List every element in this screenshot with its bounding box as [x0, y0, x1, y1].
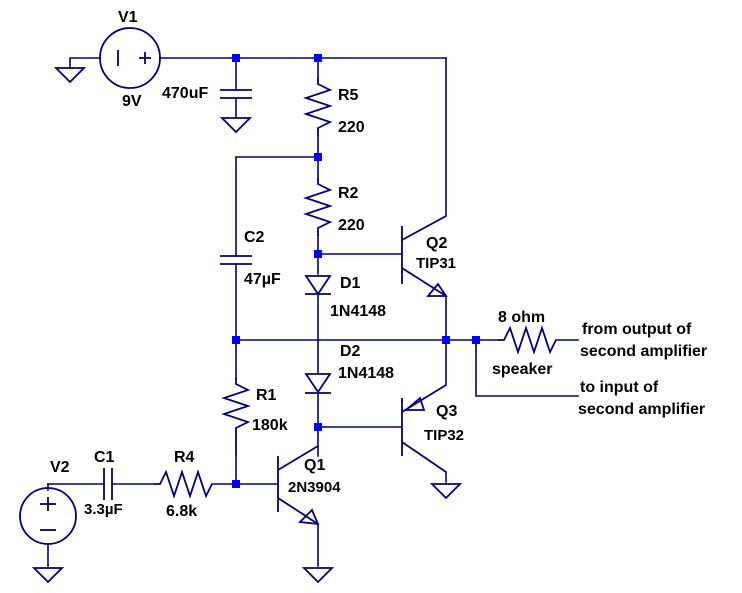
c2-name: C2	[244, 229, 265, 246]
junction-dot	[314, 250, 322, 258]
note-from-output-2: second amplifier	[580, 343, 707, 360]
ground-icon	[219, 117, 253, 134]
d1-diode	[304, 275, 332, 296]
junction-dot	[232, 336, 240, 344]
note-from-output-1: from output of	[582, 321, 692, 338]
q2-name: Q2	[426, 235, 447, 252]
r1-resistor	[221, 378, 251, 455]
speaker-resistor	[498, 325, 557, 355]
r5-value: 220	[338, 119, 365, 136]
q3-value: TIP32	[424, 427, 464, 444]
d2-name: D2	[340, 343, 361, 360]
c2-value: 47µF	[244, 271, 281, 288]
q3-name: Q3	[436, 403, 457, 420]
q1-name: Q1	[304, 457, 325, 474]
r2-resistor	[303, 178, 333, 236]
ground-icon	[429, 483, 463, 500]
q3-transistor	[401, 384, 447, 473]
junction-dot	[472, 336, 480, 344]
junction-dot	[314, 54, 322, 62]
q2-transistor	[401, 215, 448, 297]
c1-name: C1	[94, 449, 115, 466]
supply-capacitor	[220, 89, 252, 99]
v1-name: V1	[118, 9, 138, 26]
ground-icon	[31, 567, 65, 584]
v2-voltage-source	[19, 487, 77, 545]
c2-capacitor	[220, 255, 252, 265]
junction-dot	[232, 480, 240, 488]
d1-name: D1	[340, 275, 361, 292]
ground-icon	[301, 567, 335, 584]
c1-value: 3.3µF	[84, 501, 123, 518]
v2-name: V2	[50, 459, 70, 476]
supply-capacitor-value: 470uF	[162, 85, 208, 102]
junction-dot	[442, 336, 450, 344]
d2-diode	[304, 373, 332, 394]
junction-dots	[232, 54, 480, 488]
r1-name: R1	[256, 387, 277, 404]
speaker-name: 8 ohm	[498, 309, 545, 326]
junction-dot	[314, 153, 322, 161]
d2-value: 1N4148	[338, 365, 394, 382]
r4-value: 6.8k	[166, 503, 197, 520]
junction-dot	[232, 54, 240, 62]
note-to-input-1: to input of	[580, 379, 659, 396]
q1-transistor	[277, 445, 320, 526]
junction-dot	[314, 423, 322, 431]
speaker-label: speaker	[492, 361, 553, 378]
v1-value: 9V	[122, 93, 142, 110]
r1-value: 180k	[252, 417, 288, 434]
r2-name: R2	[338, 185, 359, 202]
r4-name: R4	[174, 449, 195, 466]
r5-resistor	[303, 78, 333, 136]
q2-value: TIP31	[416, 255, 456, 272]
v1-voltage-source	[99, 27, 161, 89]
r4-resistor	[154, 469, 213, 499]
r2-value: 220	[338, 217, 365, 234]
d1-value: 1N4148	[330, 303, 386, 320]
q1-value: 2N3904	[288, 479, 341, 496]
ground-icon	[53, 67, 87, 84]
r5-name: R5	[338, 87, 359, 104]
c1-capacitor	[103, 468, 113, 500]
note-to-input-2: second amplifier	[578, 401, 705, 418]
